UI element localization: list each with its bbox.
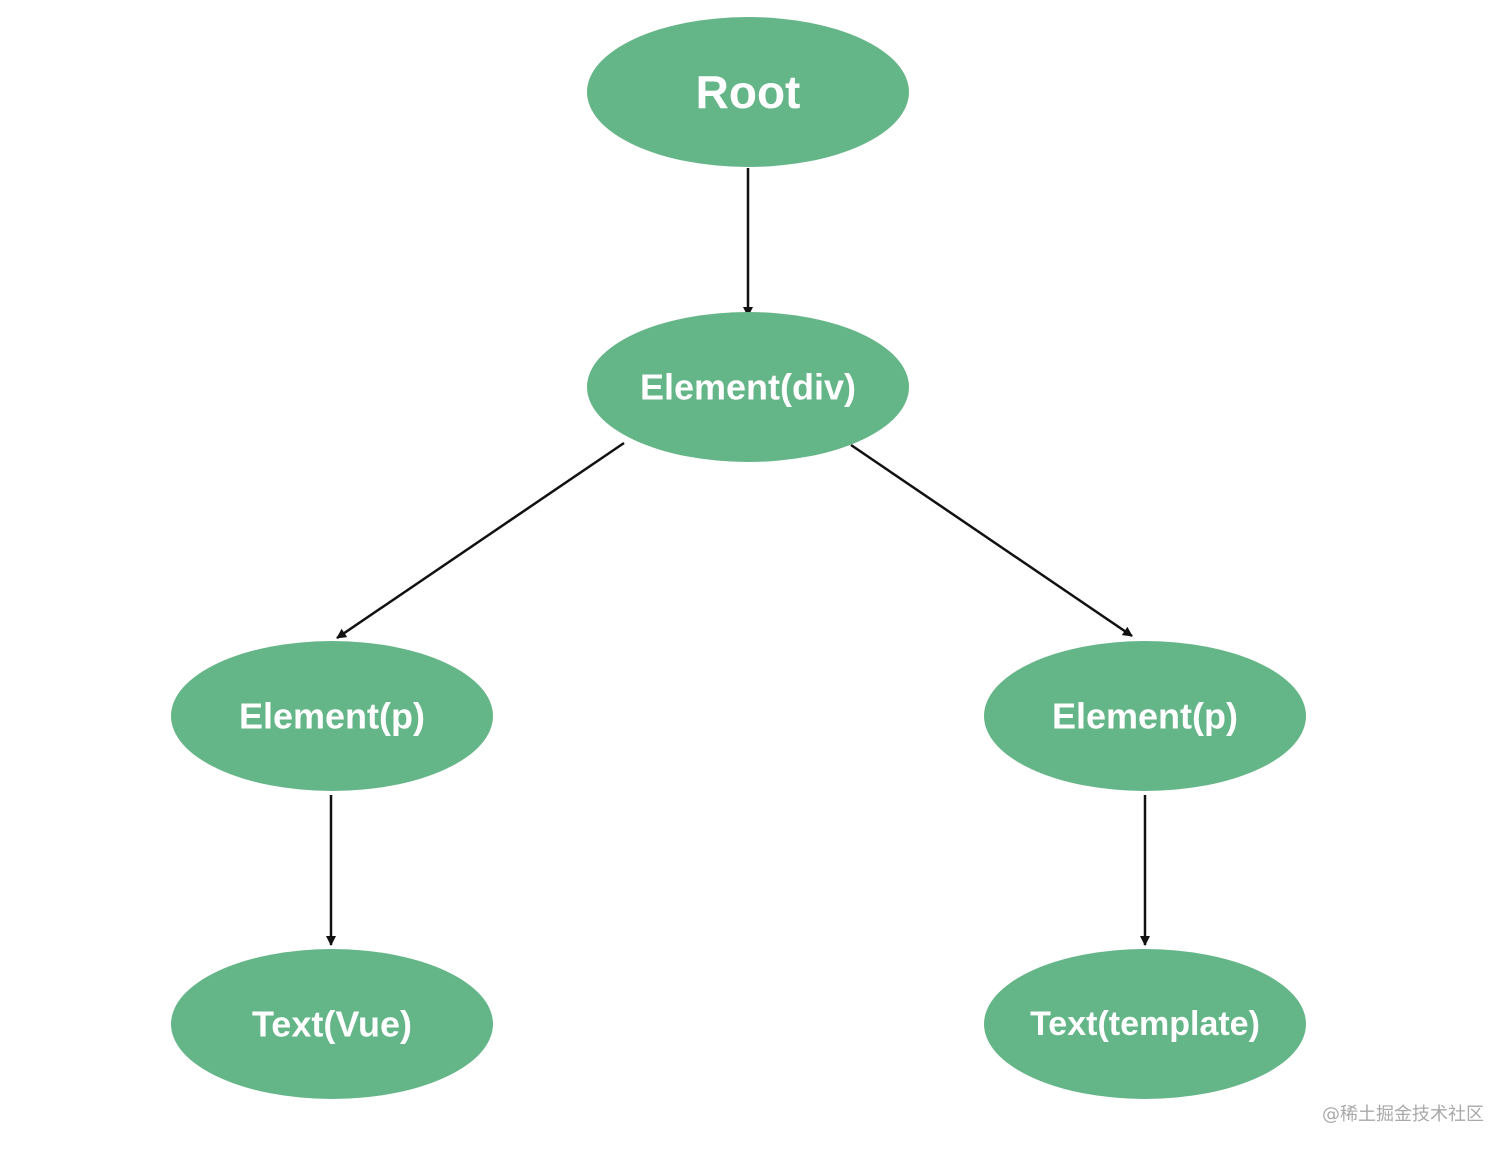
watermark-text: @稀土掘金技术社区 [1322, 1104, 1484, 1125]
edge-div-to-p-right [850, 443, 1133, 638]
node-text-template-label: Text(template) [1030, 1005, 1260, 1043]
node-element-p-right-label: Element(p) [1052, 696, 1238, 737]
node-text-template: Text(template) [984, 949, 1306, 1099]
node-element-p-right: Element(p) [984, 641, 1306, 791]
node-text-vue-label: Text(Vue) [252, 1004, 412, 1045]
node-element-p-left-label: Element(p) [239, 696, 425, 737]
edge-div-to-p-left [336, 441, 625, 640]
node-text-vue: Text(Vue) [171, 949, 493, 1099]
node-element-p-left: Element(p) [171, 641, 493, 791]
node-element-div: Element(div) [587, 312, 909, 462]
node-root-label: Root [696, 66, 801, 118]
node-element-div-label: Element(div) [640, 367, 856, 408]
node-root: Root [587, 17, 909, 167]
